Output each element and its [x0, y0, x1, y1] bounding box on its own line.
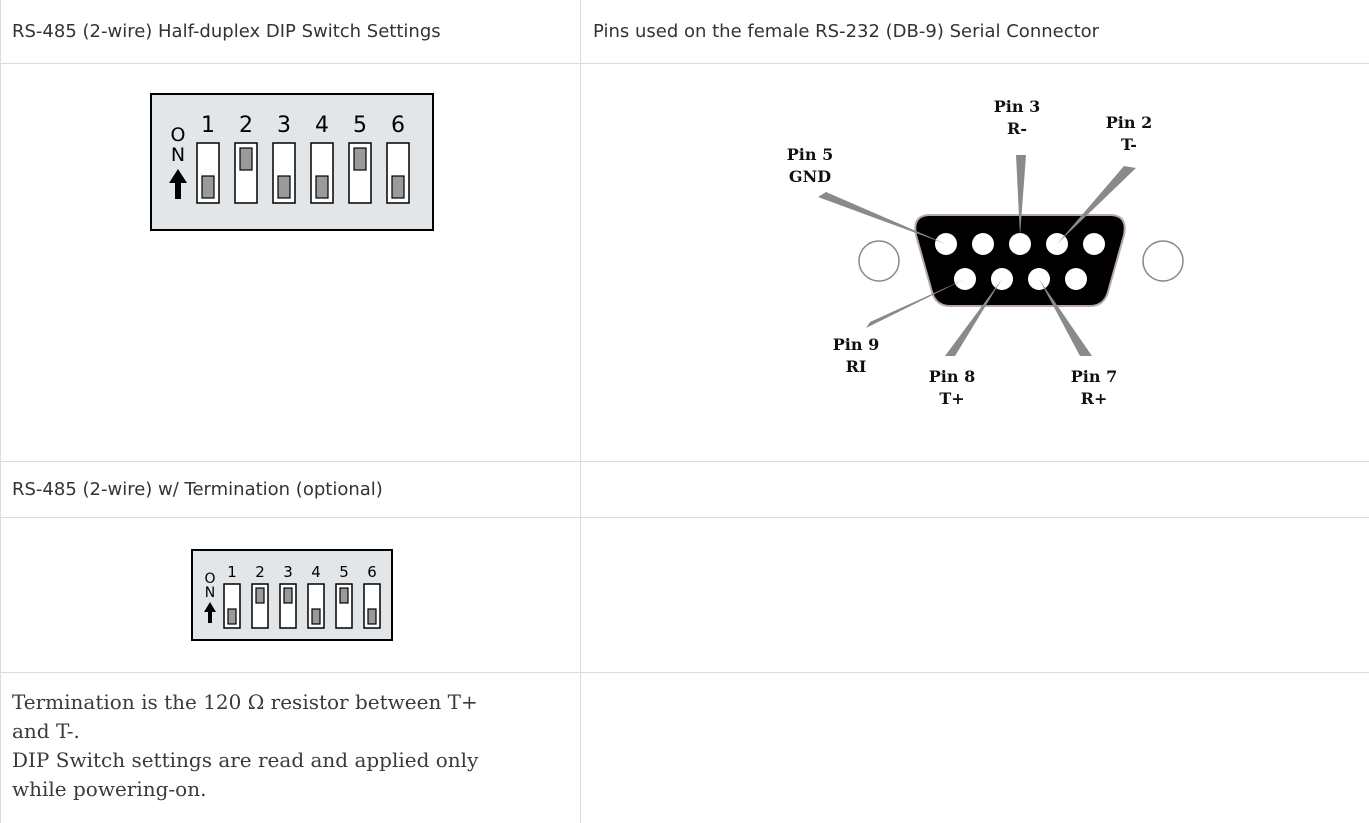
pin2-label: Pin 2	[1106, 113, 1152, 132]
on-label-n: N	[171, 144, 185, 166]
on-label-o: O	[204, 571, 215, 587]
pin8-label: Pin 8	[929, 367, 975, 386]
row-divider	[0, 517, 1369, 518]
on-label-o: O	[171, 124, 186, 146]
pin8-signal: T+	[939, 389, 964, 408]
termination-notes: Termination is the 120 Ω resistor betwee…	[12, 688, 572, 804]
db9-connector-diagram: Pin 5 GND Pin 3 R- Pin 2 T- Pin 9 RI Pin…	[787, 97, 1184, 408]
pin7-label: Pin 7	[1071, 367, 1117, 386]
switch-knob-on	[239, 147, 253, 171]
switch-knob-off	[311, 608, 321, 625]
switch-number: 1	[201, 113, 215, 138]
pin7-signal: R+	[1081, 389, 1108, 408]
pin3-signal: R-	[1007, 119, 1027, 138]
switch-knob-off	[227, 608, 237, 625]
pin3-label: Pin 3	[994, 97, 1040, 116]
note-line: while powering-on.	[12, 777, 207, 801]
switch-knob-off	[367, 608, 377, 625]
note-line: Termination is the 120 Ω resistor betwee…	[12, 690, 478, 714]
row-divider	[0, 672, 1369, 673]
up-arrow-icon	[204, 602, 216, 623]
switch-knob-on	[353, 147, 367, 171]
on-label-n: N	[205, 585, 215, 601]
pin5-signal: GND	[789, 167, 831, 186]
pin2-signal: T-	[1121, 135, 1137, 154]
note-line: DIP Switch settings are read and applied…	[12, 748, 479, 772]
column-divider	[580, 0, 581, 823]
switch-number: 6	[367, 563, 377, 581]
switch-number: 2	[255, 563, 265, 581]
termination-header: RS-485 (2-wire) w/ Termination (optional…	[12, 479, 383, 500]
connector-pins-header: Pins used on the female RS-232 (DB-9) Se…	[593, 21, 1100, 42]
switch-knob-off	[277, 175, 291, 199]
dip-settings-header: RS-485 (2-wire) Half-duplex DIP Switch S…	[12, 21, 441, 42]
mounting-hole	[1142, 240, 1184, 282]
switch-knob-on	[283, 587, 293, 604]
mounting-hole	[858, 240, 900, 282]
switch-number: 6	[391, 113, 405, 138]
switch-number: 3	[277, 113, 291, 138]
left-border	[0, 0, 1, 823]
row-divider	[0, 461, 1369, 462]
switch-number: 4	[311, 563, 321, 581]
switch-knob-off	[315, 175, 329, 199]
up-arrow-icon	[169, 169, 187, 199]
switch-number: 4	[315, 113, 329, 138]
switch-knob-off	[201, 175, 215, 199]
switch-number: 5	[339, 563, 349, 581]
switch-number: 5	[353, 113, 367, 138]
switch-knob-off	[391, 175, 405, 199]
switch-number: 1	[227, 563, 237, 581]
switch-number: 2	[239, 113, 253, 138]
switch-knob-on	[339, 587, 349, 604]
pin5-label: Pin 5	[787, 145, 833, 164]
switch-knob-on	[255, 587, 265, 604]
switch-number: 3	[283, 563, 293, 581]
pin9-label: Pin 9	[833, 335, 879, 354]
pin9-signal: RI	[846, 357, 867, 376]
row-divider	[0, 63, 1369, 64]
pin-pointers	[818, 155, 1136, 356]
note-line: and T-.	[12, 719, 80, 743]
